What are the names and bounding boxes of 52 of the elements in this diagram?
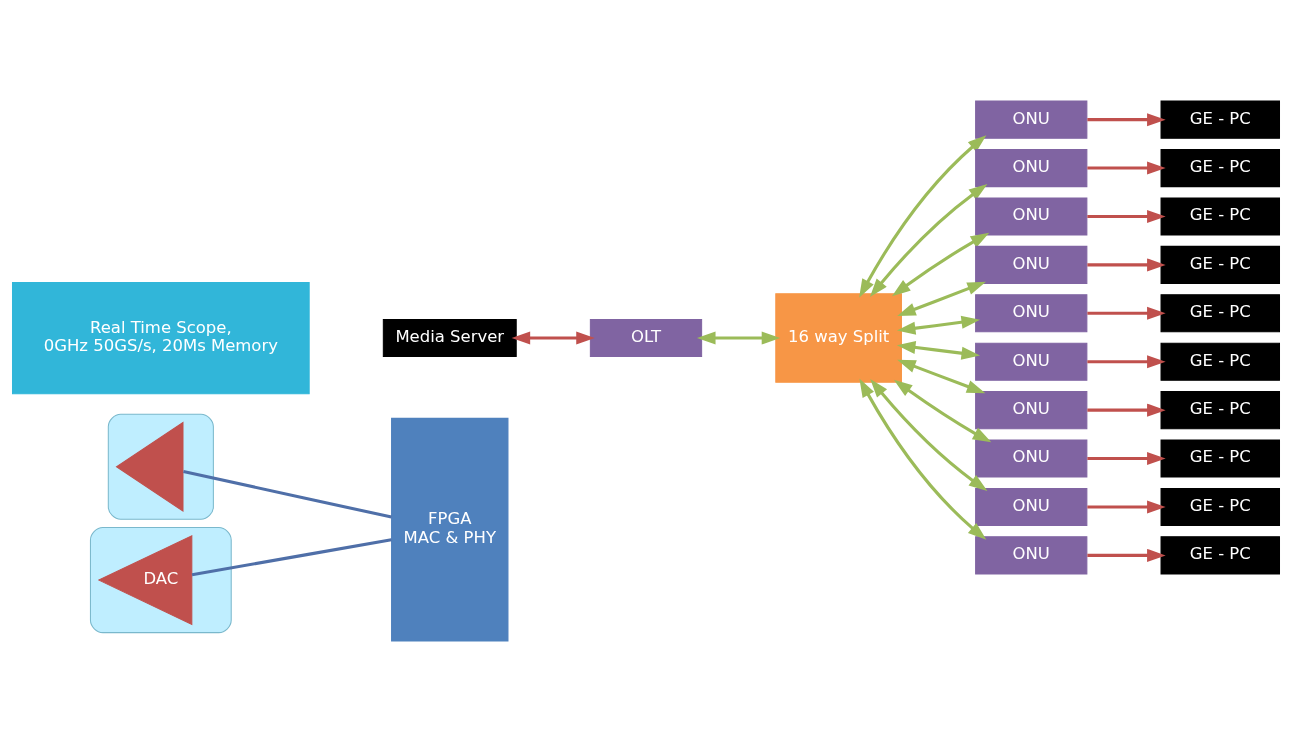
node-box: ONU	[975, 487, 1088, 527]
arrow	[891, 232, 990, 297]
node-box: ONU	[975, 245, 1088, 284]
arrow	[870, 379, 988, 492]
arrow	[1087, 403, 1166, 417]
node-box: GE - PC	[1160, 487, 1280, 527]
node-box: ONU	[975, 197, 1088, 236]
node-box: ONU	[975, 100, 1088, 139]
node-box: GE - PC	[1160, 149, 1280, 188]
node-box: ONU	[975, 439, 1088, 478]
arrow	[1087, 548, 1166, 562]
node-box: OLT	[589, 319, 703, 358]
node-triangle	[115, 421, 184, 513]
arrow	[1087, 306, 1166, 320]
node-box: GE - PC	[1160, 294, 1280, 333]
arrow	[897, 359, 986, 394]
arrow	[1087, 161, 1166, 175]
connector	[191, 538, 392, 577]
arrow	[1087, 258, 1166, 272]
arrow	[1087, 113, 1166, 127]
arrow	[1087, 452, 1166, 466]
node-box: ONU	[975, 536, 1088, 575]
node-box: GE - PC	[1160, 536, 1280, 575]
node-box: GE - PC	[1160, 245, 1280, 284]
arrow	[1087, 500, 1166, 514]
node-box: Media Server	[382, 319, 517, 358]
arrow	[859, 378, 987, 540]
node-box: 16 way Split	[775, 293, 902, 383]
arrow	[1087, 355, 1166, 369]
node-box: ONU	[975, 391, 1088, 430]
cluster	[107, 413, 214, 520]
node-box: GE - PC	[1160, 439, 1280, 478]
node-box: ONU	[975, 342, 1088, 381]
node-box: GE - PC	[1160, 100, 1280, 139]
node-box: GE - PC	[1160, 342, 1280, 381]
arrow	[897, 281, 986, 316]
arrow	[896, 341, 981, 360]
arrow	[696, 331, 781, 345]
cluster	[89, 527, 232, 634]
node-box: ONU	[975, 294, 1088, 333]
arrow	[511, 331, 595, 345]
arrow	[1087, 210, 1166, 223]
node-box: ONU	[975, 149, 1088, 188]
connector	[183, 470, 392, 519]
arrow	[896, 315, 981, 335]
arrow	[859, 135, 987, 298]
node-box: Real Time Scope, 0GHz 50GS/s, 20Ms Memory	[12, 281, 310, 395]
arrow	[893, 379, 992, 443]
node-box: FPGA MAC & PHY	[391, 417, 509, 642]
arrow	[869, 183, 988, 298]
node-box: GE - PC	[1160, 197, 1280, 236]
node-box: GE - PC	[1160, 391, 1280, 430]
